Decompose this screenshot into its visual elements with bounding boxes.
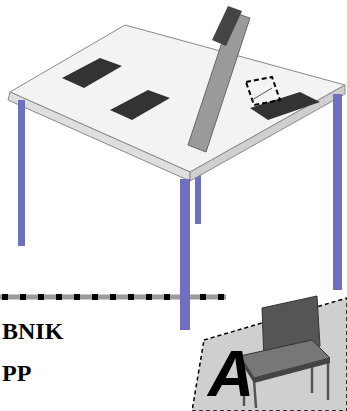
dark-panel [62,58,122,88]
small-line [252,88,272,100]
table-top [10,25,345,172]
dashed-box [246,77,280,105]
tilted-panel-top [212,6,242,46]
text-fragment: BNIK [2,318,63,345]
boundary-line [0,295,226,300]
floor-area: A [192,288,347,411]
chair-leg [254,380,256,408]
table-leg [180,179,190,330]
boundary-marks [2,294,226,300]
table-leg [18,100,25,246]
chair-leg [327,360,330,400]
table-edge [8,92,190,181]
dark-panel [250,92,320,120]
dark-panel [110,90,170,120]
area-letter: A [208,342,254,406]
text-fragment: PP [2,360,31,387]
chair-seat-edge [254,358,330,383]
table-leg [333,94,342,290]
